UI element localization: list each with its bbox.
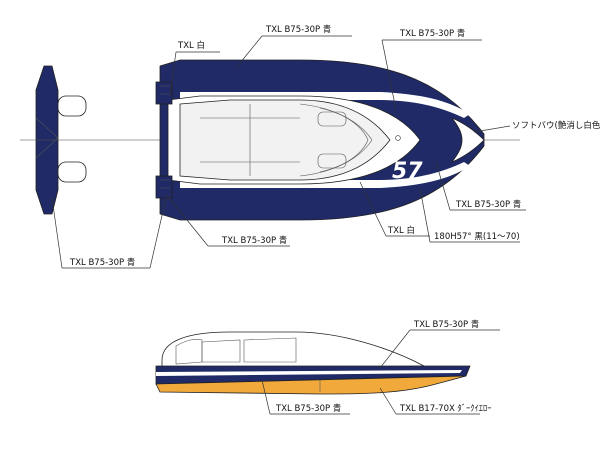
callout-labels: TXL 白 TXL B75-30P 青 TXL B75-30P 青 ソフトバウ(… — [69, 24, 600, 414]
engine-pod-upper — [155, 81, 173, 105]
label-side-txl-yellow: TXL B17-70X ﾀﾞｰｸｲｴﾛｰ — [399, 404, 492, 414]
label-txl-blue-mid: TXL B75-30P 青 — [221, 235, 287, 246]
cabin-side — [161, 331, 425, 371]
window-2 — [243, 337, 297, 363]
soft-bow — [450, 117, 485, 163]
hull-side-white-stripe — [156, 370, 462, 376]
label-txl-white-bottom: TXL 白 — [387, 225, 415, 236]
hull-number: 57 — [392, 159, 423, 184]
transom-engine-lower — [57, 161, 87, 183]
seat-lower — [317, 153, 347, 169]
label-side-txl-blue-top: TXL B75-30P 青 — [413, 319, 479, 330]
transom-engine-upper — [57, 95, 87, 117]
mirror-icon — [395, 135, 401, 141]
label-side-txl-blue-bottom: TXL B75-30P 青 — [275, 403, 341, 414]
seat-upper — [317, 111, 347, 127]
top-view: 57 — [155, 59, 485, 221]
label-txl-blue-right: TXL B75-30P 青 — [455, 199, 521, 210]
label-black-180h: 180H57° 黒(11～70) — [434, 232, 520, 242]
label-txl-blue-top-right: TXL B75-30P 青 — [399, 28, 465, 39]
label-txl-blue-top: TXL B75-30P 青 — [265, 24, 331, 35]
engine-pod-lower — [155, 175, 173, 199]
label-txl-blue-left: TXL B75-30P 青 — [69, 257, 135, 268]
side-view — [155, 331, 471, 395]
leader-lines — [51, 35, 526, 415]
canopy-top — [179, 99, 391, 181]
label-txl-white-top: TXL 白 — [177, 40, 205, 51]
label-soft-bow: ソフトバウ(艶消し白色) — [512, 120, 600, 131]
hull-side-yellow — [155, 375, 467, 395]
